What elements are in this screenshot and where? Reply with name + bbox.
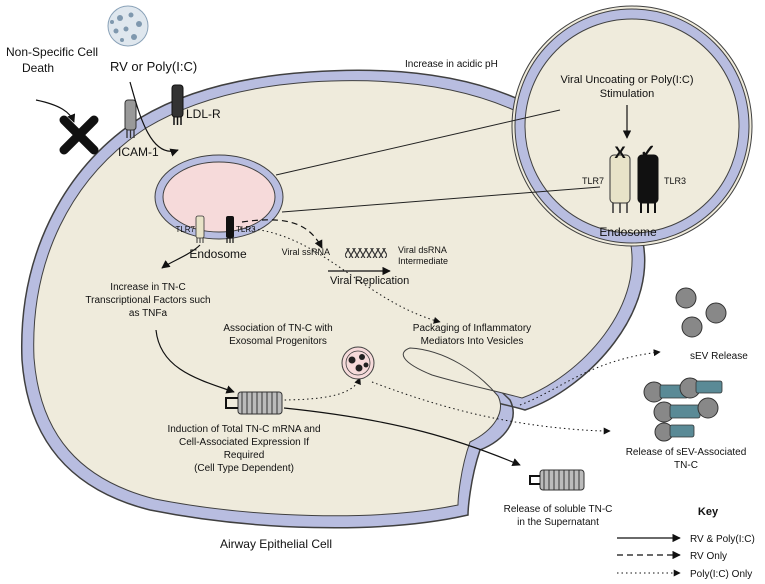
soluble-tnc-label-2: in the Supernatant [517,517,599,528]
sev-release-arrow [519,349,661,406]
viral-rna-helix-icon [345,248,387,258]
key-legend: Key RV & Poly(I:C) RV Only Poly(I:C) Onl… [617,506,755,580]
non-specific-label-1: Non-Specific Cell [6,45,98,59]
viral-replication-label: Viral Replication [330,275,409,287]
assoc-label-1: Association of TN-C with [223,323,332,334]
ldlr-receptor [171,84,184,125]
soluble-release-arrow [283,407,521,466]
rv-polyic-label: RV or Poly(I:C) [110,59,197,74]
key-title: Key [698,506,719,518]
tlr7-receptor-small [195,215,205,243]
soluble-tnc-icon [529,469,585,491]
tlr3-check-mark: ✓ [640,142,656,163]
exosomal-progenitor-icon [341,346,375,380]
induction-arrow [155,329,235,394]
airway-cell-label: Airway Epithelial Cell [220,537,332,551]
icam1-label: ICAM-1 [118,145,159,159]
tnc-tf-label-2: Transcriptional Factors such [85,295,210,306]
small-endosome [154,154,284,240]
cell-death-x-icon [59,115,99,155]
cell-death-arrow [35,99,76,123]
tnc-tf-label-1: Increase in TN-C [110,282,185,293]
tlr3-large-label: TLR3 [664,176,686,186]
key-item-label: RV Only [690,551,727,562]
ldlr-label: LDL-R [186,107,221,121]
tlr7-receptor-large [609,154,631,213]
packaging-arrow [239,227,441,324]
enlarged-endosome [511,5,753,247]
replication-arrow [241,219,323,249]
soluble-tnc-label-1: Release of soluble TN-C [504,504,613,515]
tnc-tf-label-3: as TNFa [129,308,168,319]
key-item-label: Poly(I:C) Only [690,569,752,580]
induction-label-2: Cell-Associated Expression If [179,437,309,448]
sev-particles-icon [675,287,727,338]
tlr3-receptor-small [226,216,234,243]
tf-arrow [161,244,201,269]
sev-assoc-label-1: Release of sEV-Associated [626,447,747,458]
tlr3-receptor-large [637,154,659,213]
non-specific-label-2: Death [22,61,54,75]
assoc-label-2: Exosomal Progenitors [229,336,327,347]
tlr7-large-label: TLR7 [582,176,604,186]
sev-release-label: sEV Release [690,351,748,362]
viral-dsrna-label-2: Intermediate [398,256,448,266]
sev-associated-tnc-icon [643,377,723,442]
uncoating-label-1: Viral Uncoating or Poly(I:C) [560,74,693,86]
viral-dsrna-label-1: Viral dsRNA [398,245,447,255]
tlr7-small-label: TLR7 [175,225,195,234]
zoom-line-top [275,109,561,176]
tlr3-small-label: TLR3 [236,225,256,234]
endosome-small-label: Endosome [189,247,247,261]
icam1-receptor [124,99,137,138]
key-item-label: RV & Poly(I:C) [690,534,755,545]
acidic-ph-label: Increase in acidic pH [405,59,498,70]
tnc-gene-icon [225,391,283,415]
viral-ssrna-label: Viral ssRNA [282,247,330,257]
virus-particle-icon [107,5,149,47]
endosome-large-label: Endosome [599,225,657,239]
induction-label-1: Induction of Total TN-C mRNA and [167,424,320,435]
tlr7-x-mark: X [614,143,626,162]
uncoating-label-2: Stimulation [600,88,654,100]
zoom-line-bottom [281,186,601,213]
packaging-label-2: Mediators Into Vesicles [421,336,524,347]
induction-label-4: (Cell Type Dependent) [194,463,294,474]
induction-label-3: Required [224,450,265,461]
packaging-label-1: Packaging of Inflammatory [413,323,531,334]
sev-assoc-label-2: TN-C [674,460,698,471]
rv-entry-arrow [129,81,179,157]
